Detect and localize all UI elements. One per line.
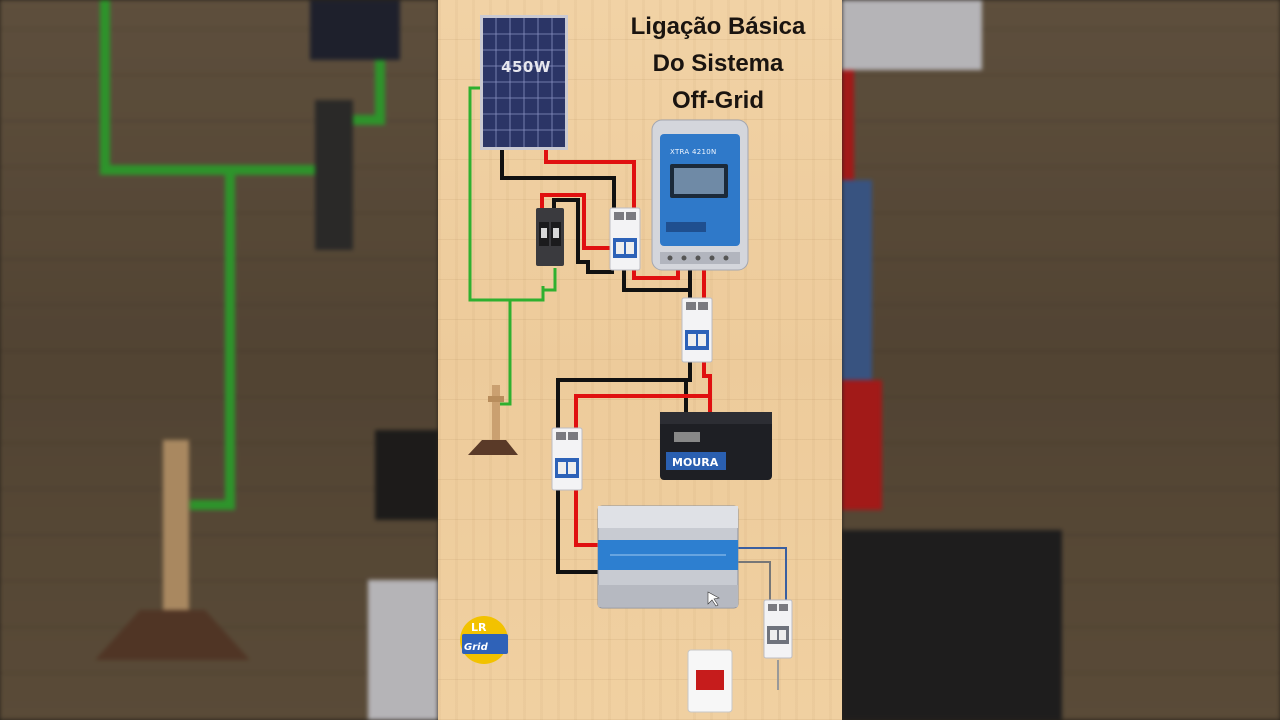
battery — [660, 412, 772, 480]
inverter — [597, 505, 739, 609]
blurred-background-right — [842, 0, 1280, 720]
bat-breaker-neg — [684, 362, 692, 414]
logo-bottom-text: Grid — [464, 642, 488, 653]
diagram-panel: Ligação Básica Do Sistema Off-Grid 450W … — [438, 0, 842, 720]
ground-rod — [468, 385, 518, 455]
charge-controller — [651, 119, 749, 271]
brand-logo — [460, 616, 508, 664]
panel-negative-wire — [500, 150, 616, 210]
blurred-background-right-art — [842, 0, 1062, 720]
dps-negative-wire — [552, 198, 614, 274]
diagram-title: Ligação Básica Do Sistema Off-Grid — [598, 8, 838, 119]
inv-breaker-neg-in — [556, 378, 686, 428]
ac-line-2 — [738, 561, 771, 602]
bat-breaker-pos — [702, 362, 712, 414]
inv-positive-wire — [574, 490, 598, 547]
ground-wire — [468, 86, 545, 302]
title-line-3: Off-Grid — [672, 87, 764, 114]
ground-wire-2 — [498, 298, 543, 406]
wiring-diagram — [460, 15, 793, 713]
blurred-background-left-art — [95, 0, 438, 720]
solar-panel — [480, 15, 568, 150]
battery-breaker — [681, 297, 713, 363]
battery-brand-label: MOURA — [672, 456, 719, 469]
pv-breaker — [609, 207, 641, 271]
inv-breaker-pos-in — [574, 394, 710, 428]
title-line-1: Ligação Básica — [630, 13, 806, 40]
ac-breaker — [763, 599, 793, 659]
panel-positive-wire — [544, 150, 636, 210]
controller-model-label: XTRA 4210N — [670, 148, 717, 156]
surge-protector — [536, 208, 564, 266]
solar-panel-label: 450W — [501, 58, 551, 76]
title-line-2: Do Sistema — [652, 50, 784, 77]
blurred-background-left — [0, 0, 438, 720]
inv-negative-wire — [556, 490, 598, 574]
logo-top-text: LR — [471, 621, 487, 634]
wall-switch — [687, 649, 733, 713]
ac-line-1 — [738, 547, 787, 602]
inverter-breaker — [551, 427, 583, 491]
ground-wire-3 — [543, 268, 557, 292]
